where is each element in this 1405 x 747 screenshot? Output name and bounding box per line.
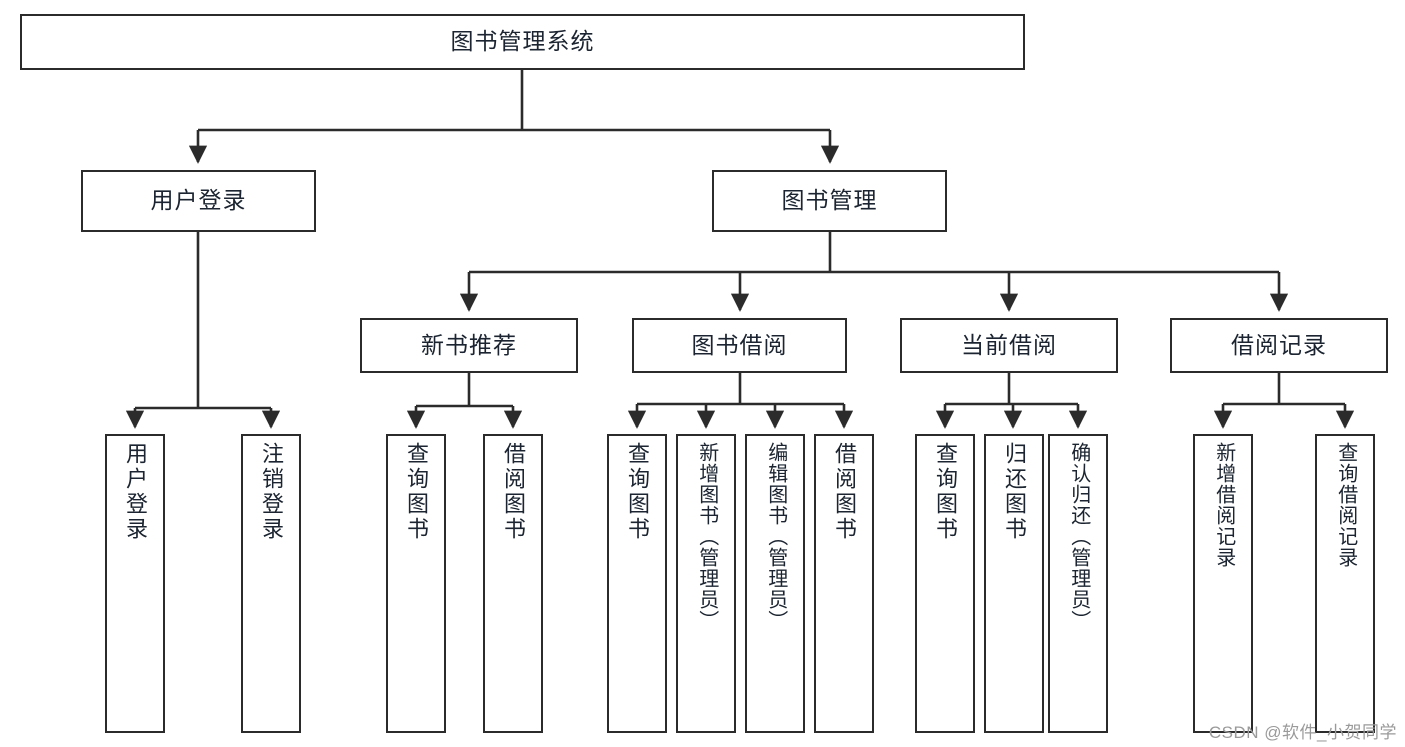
node-leaf-query-book-borrow[interactable]: 查询图书 <box>607 434 667 733</box>
node-label: 新增图书（管理员） <box>695 442 718 631</box>
node-leaf-query-book-recommend[interactable]: 查询图书 <box>386 434 446 733</box>
node-label: 编辑图书（管理员） <box>764 442 787 631</box>
node-label: 注销登录 <box>258 442 284 542</box>
node-leaf-edit-book-admin[interactable]: 编辑图书（管理员） <box>745 434 805 733</box>
node-leaf-logout[interactable]: 注销登录 <box>241 434 301 733</box>
node-leaf-add-borrow-record[interactable]: 新增借阅记录 <box>1193 434 1253 733</box>
node-user-login[interactable]: 用户登录 <box>81 170 316 232</box>
node-book-borrow[interactable]: 图书借阅 <box>632 318 847 373</box>
node-label: 借阅图书 <box>831 442 857 542</box>
node-leaf-return-book[interactable]: 归还图书 <box>984 434 1044 733</box>
node-label: 用户登录 <box>122 442 148 542</box>
node-root-system[interactable]: 图书管理系统 <box>20 14 1025 70</box>
node-leaf-user-login[interactable]: 用户登录 <box>105 434 165 733</box>
node-label: 查询图书 <box>403 442 429 542</box>
node-label: 用户登录 <box>150 187 247 214</box>
node-book-management[interactable]: 图书管理 <box>712 170 947 232</box>
node-label: 新书推荐 <box>421 331 517 358</box>
node-current-borrow[interactable]: 当前借阅 <box>900 318 1118 373</box>
node-leaf-borrow-book[interactable]: 借阅图书 <box>814 434 874 733</box>
watermark: CSDN @软件_小贺同学 <box>1208 723 1397 742</box>
node-label: 查询图书 <box>932 442 958 542</box>
node-label: 借阅记录 <box>1231 331 1327 358</box>
node-leaf-borrow-book-recommend[interactable]: 借阅图书 <box>483 434 543 733</box>
node-leaf-add-book-admin[interactable]: 新增图书（管理员） <box>676 434 736 733</box>
node-label: 图书管理系统 <box>450 28 595 55</box>
node-label: 归还图书 <box>1001 442 1027 542</box>
node-borrow-record[interactable]: 借阅记录 <box>1170 318 1388 373</box>
node-label: 当前借阅 <box>961 331 1057 358</box>
node-leaf-confirm-return-admin[interactable]: 确认归还（管理员） <box>1048 434 1108 733</box>
node-leaf-query-book-current[interactable]: 查询图书 <box>915 434 975 733</box>
node-label: 查询图书 <box>624 442 650 542</box>
node-label: 图书借阅 <box>691 331 788 358</box>
node-label: 图书管理 <box>781 187 878 214</box>
node-label: 新增借阅记录 <box>1212 442 1235 568</box>
node-label: 确认归还（管理员） <box>1067 442 1090 631</box>
node-new-book-recommend[interactable]: 新书推荐 <box>360 318 578 373</box>
node-label: 查询借阅记录 <box>1334 442 1357 568</box>
node-label: 借阅图书 <box>500 442 526 542</box>
node-leaf-query-borrow-record[interactable]: 查询借阅记录 <box>1315 434 1375 733</box>
